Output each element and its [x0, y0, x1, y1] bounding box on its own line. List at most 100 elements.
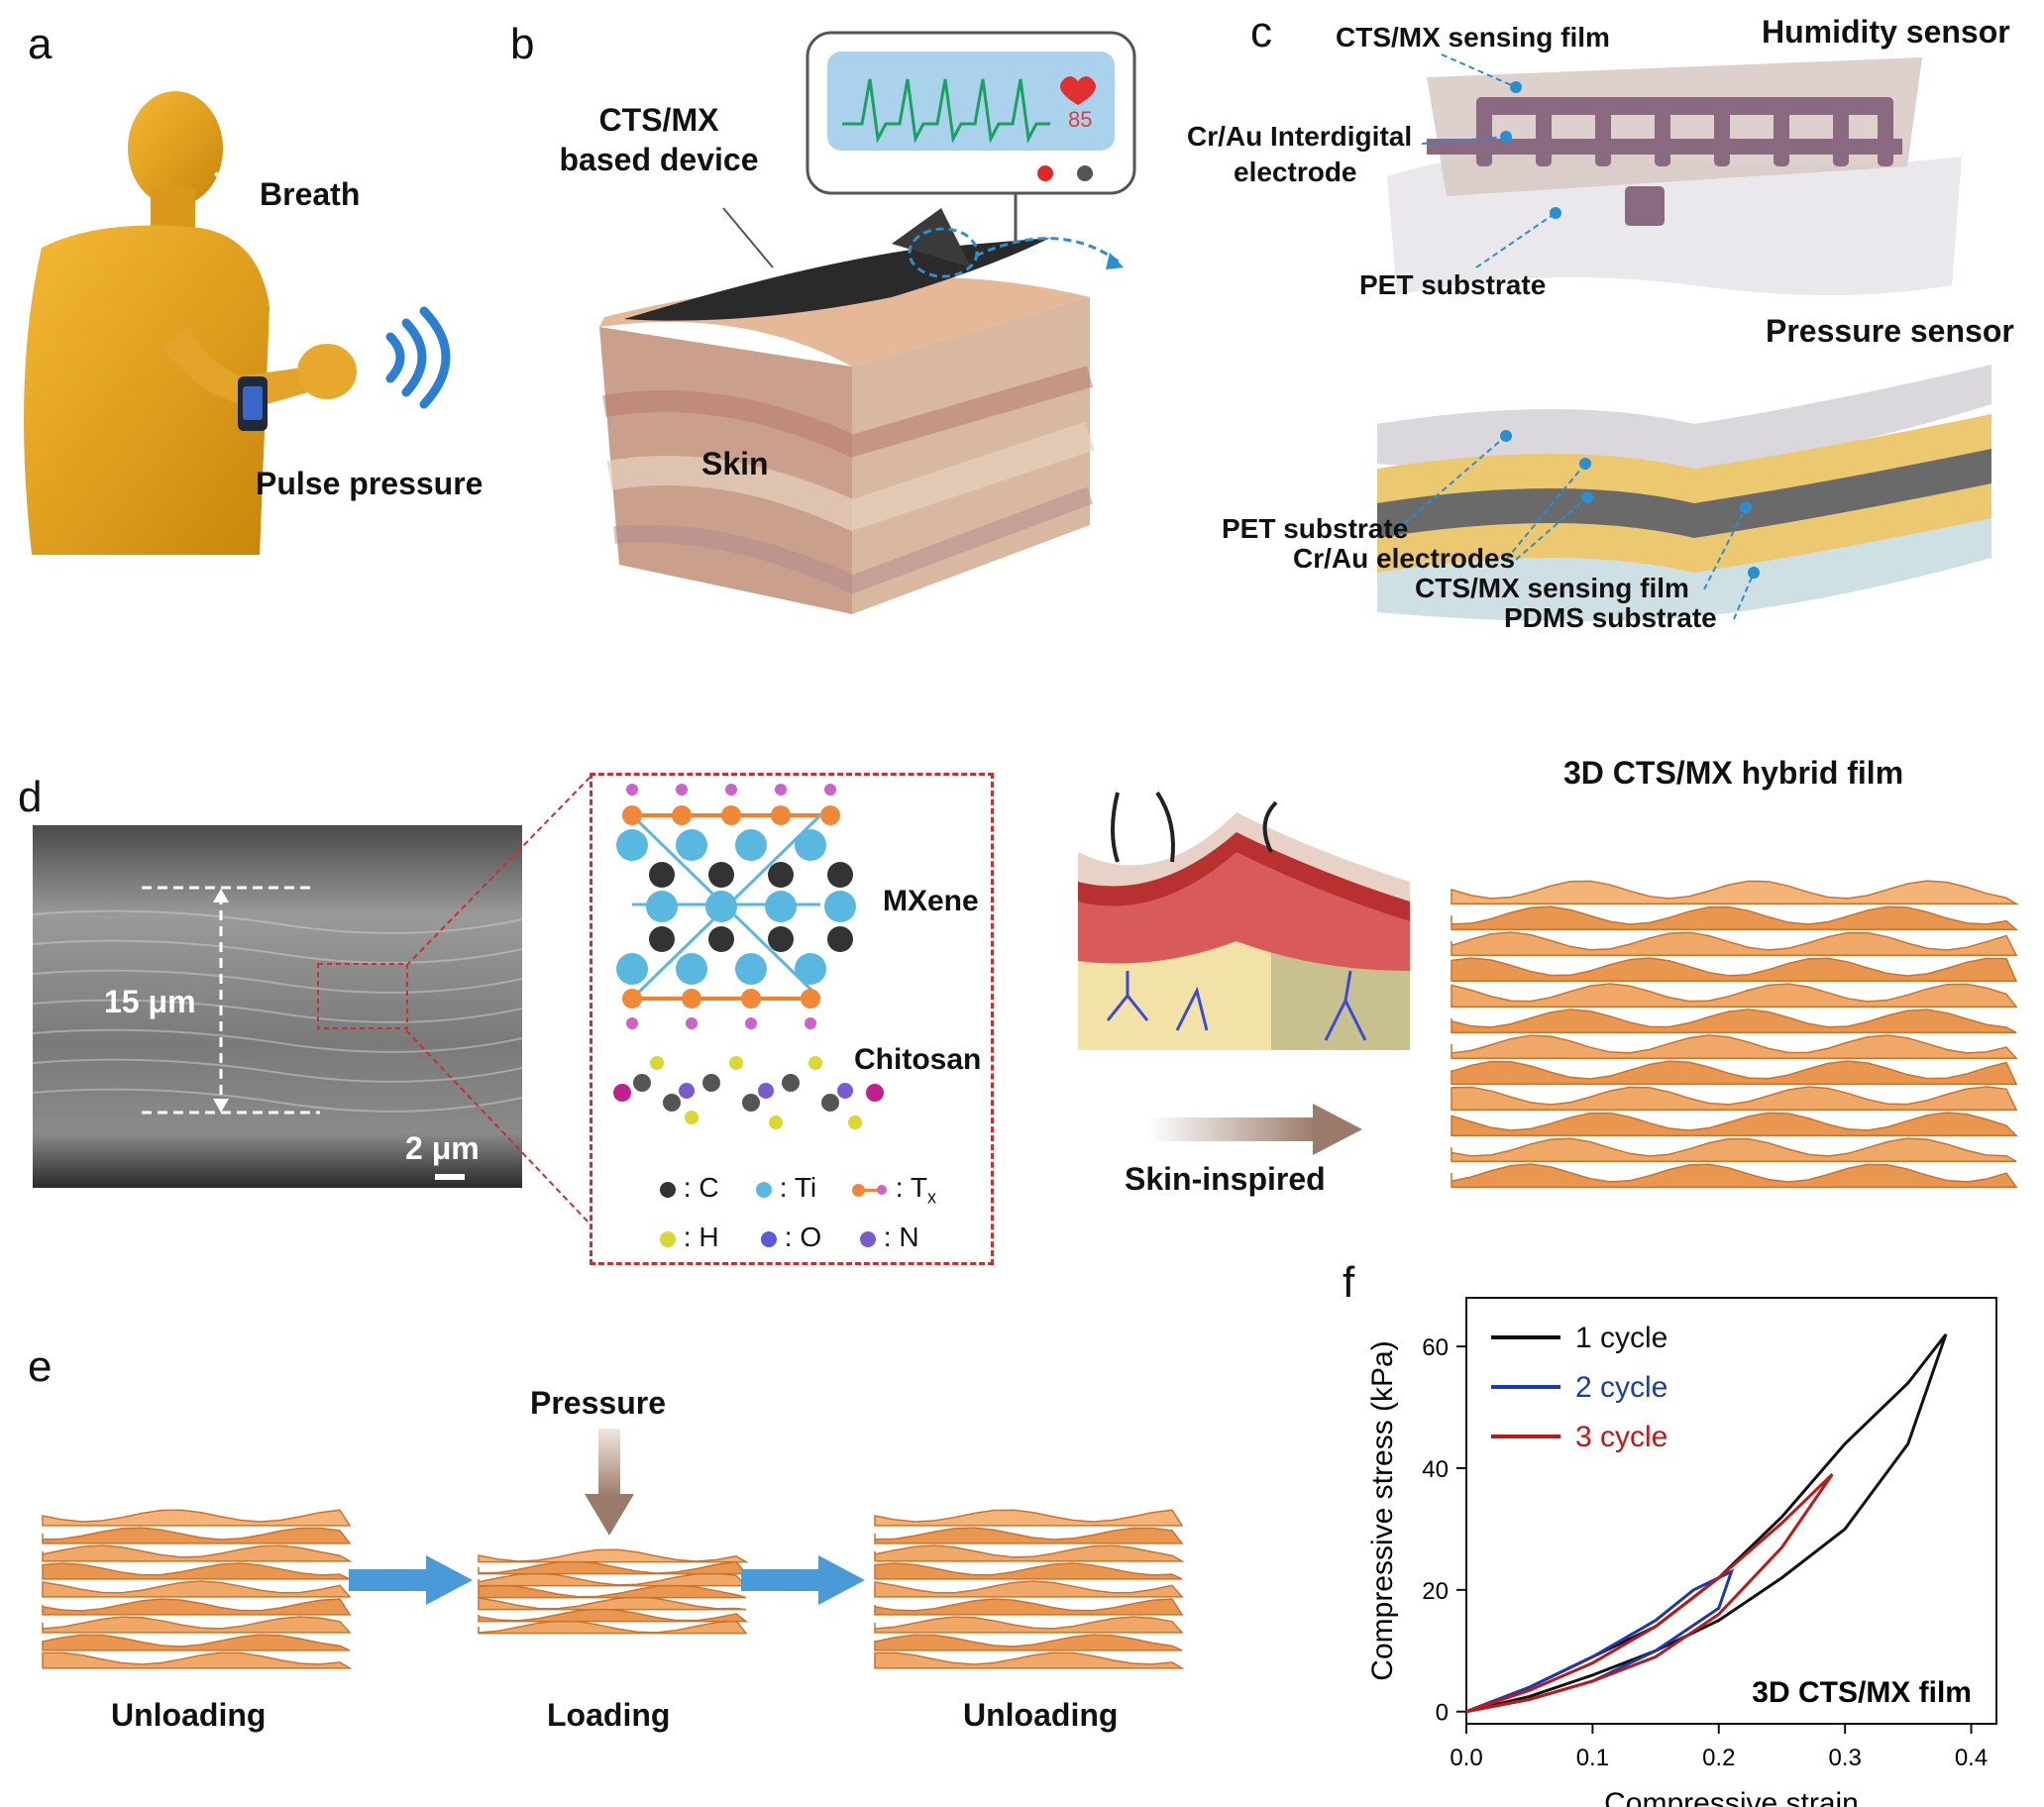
panel-d-letter: d	[18, 773, 43, 821]
film-layer	[42, 1562, 351, 1580]
monitor-value: 85	[1068, 107, 1092, 132]
film-layer	[1451, 1060, 2018, 1086]
film-layer	[1451, 880, 2019, 905]
hybrid-film-stack	[1451, 880, 2019, 1189]
film-layer	[874, 1509, 1184, 1527]
x-tick-label: 0.1	[1576, 1745, 1609, 1771]
film-layer	[1451, 1163, 2018, 1189]
legend-ti: : Ti	[756, 1172, 816, 1204]
loading-label: Loading	[547, 1697, 671, 1733]
mxene-label: MXene	[883, 885, 979, 917]
x-tick-label: 0.4	[1955, 1745, 1988, 1771]
film-layer	[42, 1580, 352, 1598]
film-layer	[478, 1608, 749, 1623]
pressure-pdms-label: PDMS substrate	[1504, 602, 1717, 633]
legend-n: : N	[860, 1222, 919, 1253]
humidity-sensing-film-label: CTS/MX sensing film	[1336, 22, 1610, 53]
skin-inspired-label: Skin-inspired	[1125, 1161, 1326, 1197]
pressure-pet-label: PET substrate	[1222, 513, 1409, 544]
pressure-label: Pressure	[530, 1385, 666, 1421]
humidity-sensor-title: Humidity sensor	[1762, 14, 2010, 50]
film-layer	[42, 1598, 352, 1616]
x-axis-label: Compressive strain	[1604, 1787, 1859, 1807]
film-layer	[42, 1634, 351, 1651]
y-tick-label: 0	[1436, 1700, 1449, 1727]
film-layer	[42, 1509, 352, 1527]
breath-label: Breath	[260, 176, 361, 212]
film-layer	[42, 1544, 353, 1562]
wireless-signal-icon	[385, 306, 451, 409]
oxygen-atom-icon	[761, 1230, 777, 1247]
skin-inspired-arrow	[1149, 1104, 1362, 1155]
film-layer	[874, 1651, 1185, 1669]
film-layer	[478, 1548, 749, 1563]
zoom-lines	[405, 777, 591, 1224]
legend-label-1: 1 cycle	[1575, 1322, 1667, 1354]
film-layer	[874, 1544, 1185, 1562]
thickness-label: 15 μm	[104, 984, 196, 1019]
humidity-pet-label: PET substrate	[1359, 269, 1547, 300]
humidity-electrode-label-line2: electrode	[1234, 157, 1357, 187]
humidity-leader-lines	[1421, 53, 1561, 268]
film-layer	[478, 1584, 747, 1599]
skin-block-illustration: 85	[599, 31, 1136, 614]
film-layer	[1451, 957, 2018, 983]
pressure-sensor-illustration	[1377, 365, 1991, 621]
legend-label-2: 2 cycle	[1575, 1371, 1667, 1404]
unloading-label-1: Unloading	[111, 1697, 267, 1733]
panel-c-letter: c	[1250, 8, 1272, 56]
pressure-sensor-title: Pressure sensor	[1766, 313, 2014, 349]
skin-label: Skin	[701, 446, 769, 481]
series-line-2	[1465, 1568, 1735, 1714]
film-layer	[478, 1596, 747, 1611]
pressure-down-arrow	[585, 1429, 634, 1536]
film-layer	[42, 1527, 352, 1544]
film-layer	[1451, 983, 2018, 1009]
tx-group-icon	[852, 1182, 888, 1198]
pulse-pressure-label: Pulse pressure	[256, 466, 484, 501]
series-line-3	[1465, 1473, 1834, 1714]
film-layer	[874, 1562, 1183, 1580]
legend-o: : O	[761, 1222, 821, 1253]
molecular-structure-box: MXene Chitosan : C : Ti : Tx : H : O : N	[590, 773, 994, 1265]
carbon-atom-icon	[660, 1181, 676, 1198]
y-axis-label: Compressive stress (kPa)	[1366, 1340, 1399, 1680]
skin-cross-section-illustration	[1078, 791, 1410, 1050]
film-layer	[478, 1572, 748, 1587]
x-tick-label: 0.0	[1450, 1745, 1482, 1771]
film-layer	[1451, 1137, 2017, 1163]
panel-f-letter: f	[1343, 1258, 1355, 1307]
device-label-line2: based device	[559, 142, 759, 177]
film-layer	[42, 1651, 353, 1669]
film-layer	[874, 1598, 1184, 1616]
film-layer	[1451, 1009, 2017, 1034]
pressure-leader-lines	[1396, 430, 1760, 620]
panel-a-letter: a	[28, 20, 53, 68]
film-layer	[1451, 905, 2019, 931]
device-label-line1: CTS/MX	[598, 102, 719, 138]
film-layer	[874, 1580, 1184, 1598]
legend-tx: : Tx	[852, 1172, 936, 1209]
film-layer	[478, 1620, 748, 1635]
person-figure	[24, 91, 357, 555]
sem-image: 15 μm 2 μm	[33, 825, 522, 1188]
unloading-stack-2	[874, 1509, 1185, 1669]
scale-bar-label: 2 μm	[405, 1130, 480, 1166]
chart-annotation: 3D CTS/MX film	[1752, 1676, 1972, 1709]
pressure-electrodes-label: Cr/Au electrodes	[1293, 543, 1516, 574]
hybrid-film-title: 3D CTS/MX hybrid film	[1563, 755, 1904, 791]
panel-e-letter: e	[28, 1342, 53, 1391]
film-layer	[1451, 1086, 2018, 1112]
chitosan-label: Chitosan	[854, 1043, 982, 1076]
plot-frame	[1465, 1297, 1997, 1725]
legend-h: : H	[660, 1222, 719, 1253]
titanium-atom-icon	[756, 1181, 772, 1198]
loading-stack	[478, 1548, 749, 1635]
pressure-sensing-film-label: CTS/MX sensing film	[1415, 573, 1689, 603]
hydrogen-atom-icon	[660, 1230, 676, 1247]
y-tick-label: 40	[1422, 1456, 1449, 1483]
unloading-label-2: Unloading	[963, 1697, 1119, 1733]
x-tick-label: 0.3	[1828, 1745, 1861, 1771]
legend-label-3: 3 cycle	[1575, 1421, 1667, 1453]
